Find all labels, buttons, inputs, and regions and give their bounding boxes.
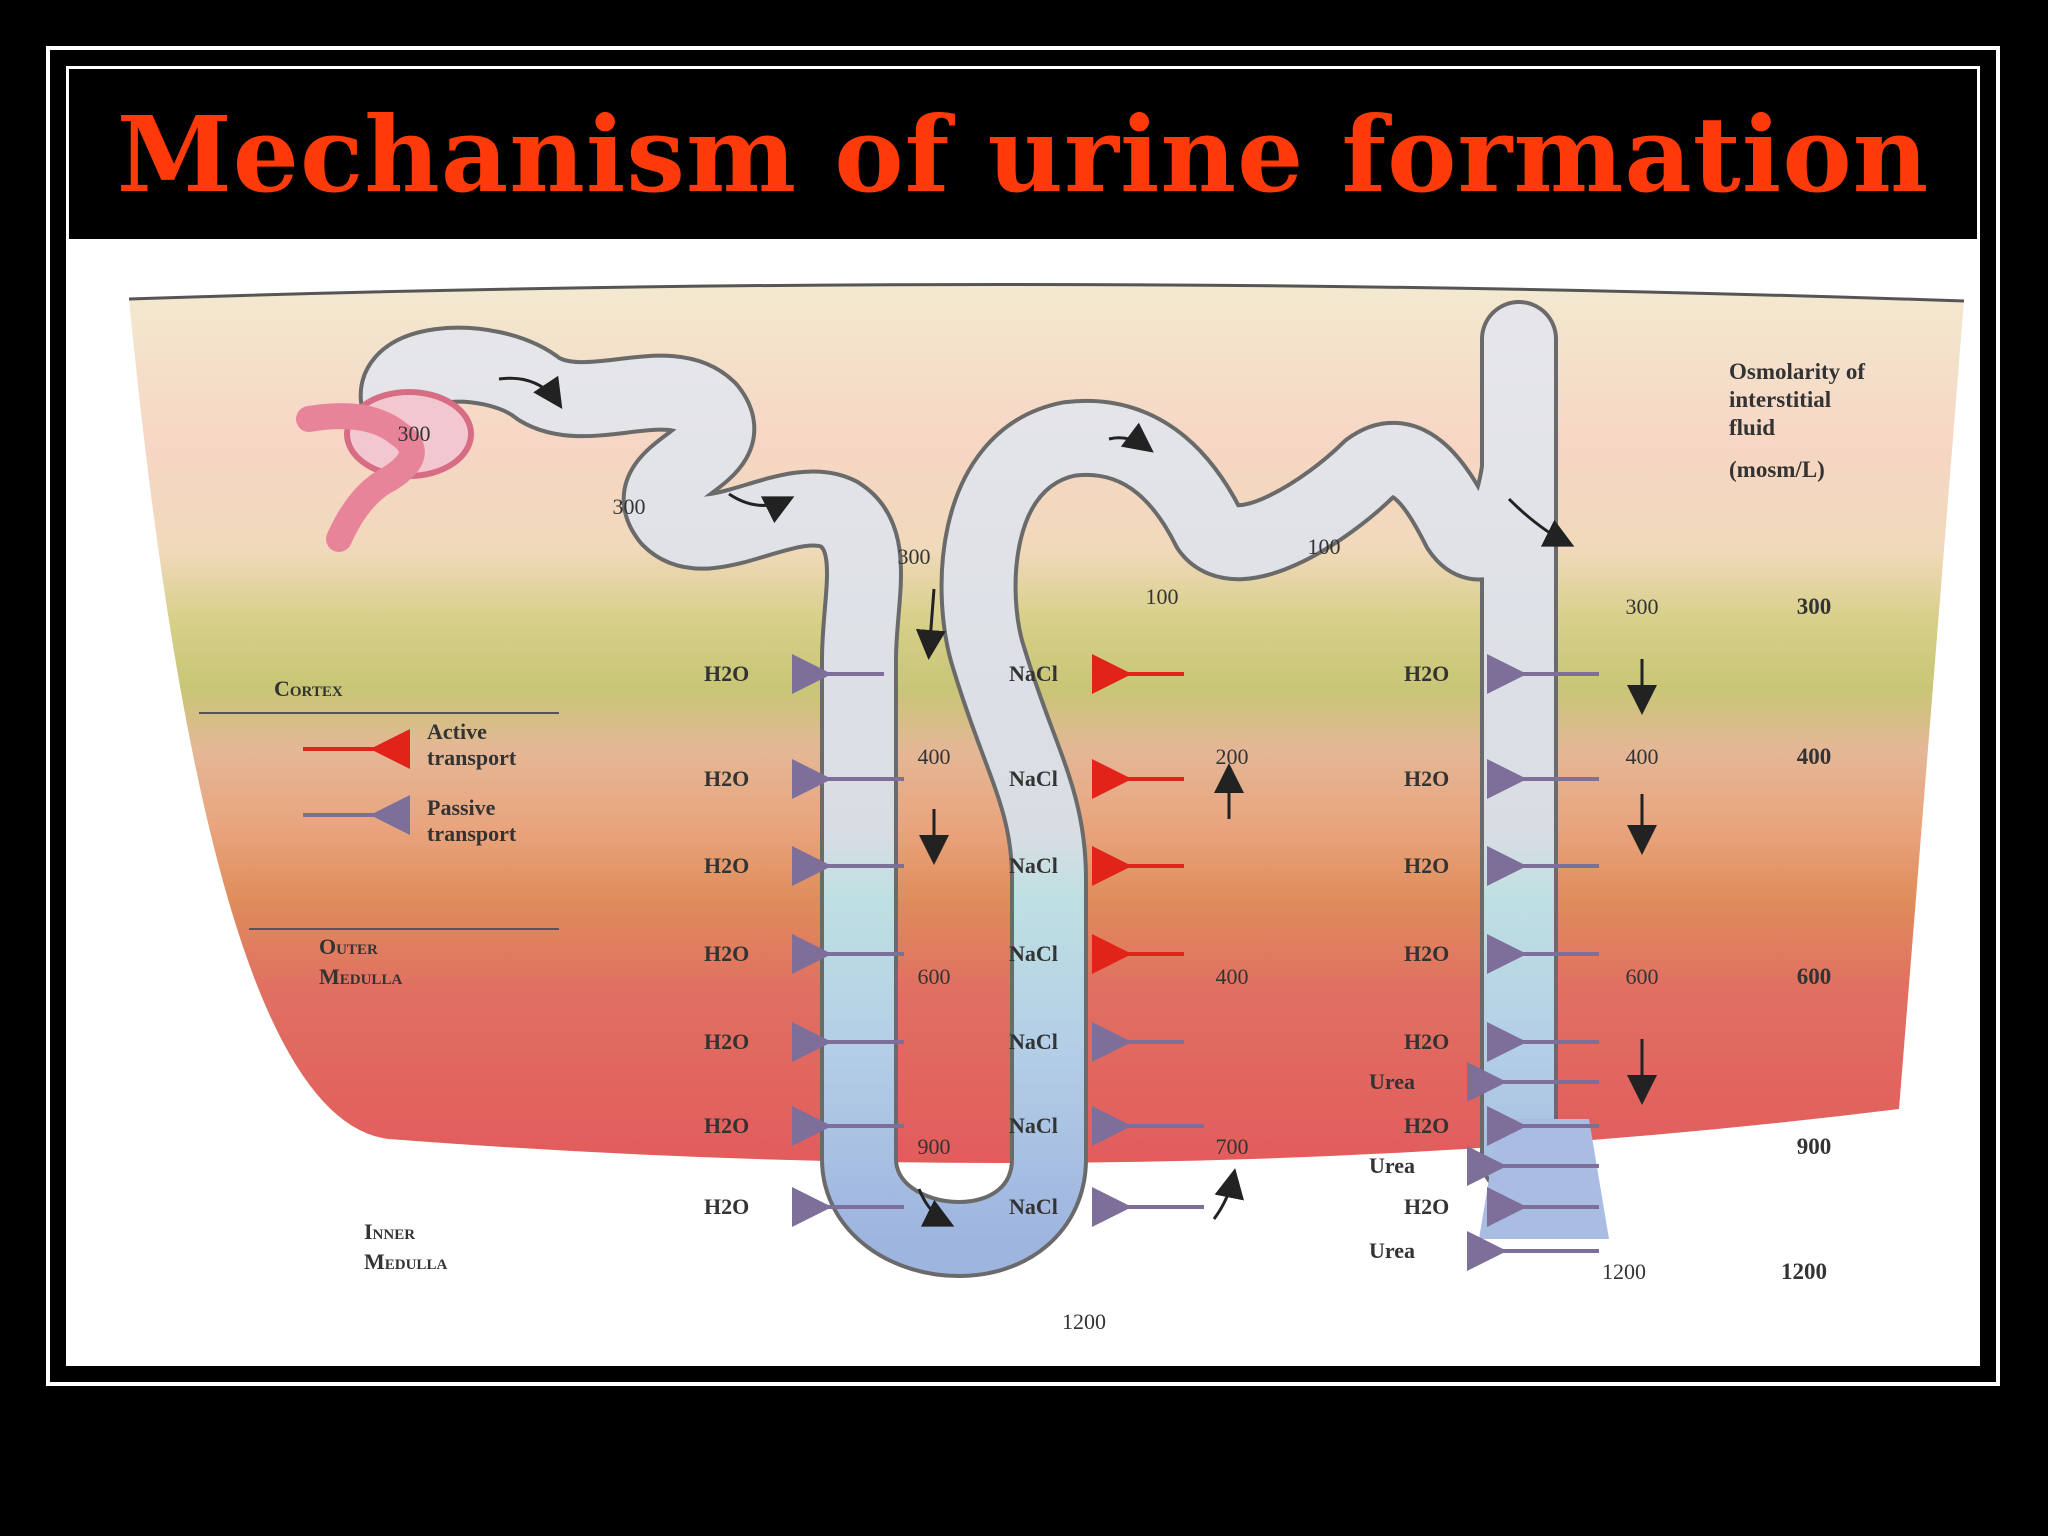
- descending-limb-flows: H2O H2O H2O H2O H2O H2O H2O: [704, 654, 904, 1227]
- svg-text:H2O: H2O: [704, 661, 749, 686]
- interstitial-1200: 1200: [1781, 1259, 1827, 1284]
- interstitial-400: 400: [1797, 744, 1832, 769]
- cortex-top-edge: [128, 282, 1965, 303]
- legend: Active transport Passive transport: [303, 719, 517, 846]
- svg-text:Urea: Urea: [1369, 1153, 1415, 1178]
- pct-value-upper: 300: [613, 494, 646, 519]
- dct-100: 100: [1308, 534, 1341, 559]
- ascending-400: 400: [1216, 964, 1249, 989]
- svg-text:Active: Active: [427, 719, 487, 744]
- slide-inner-frame: Mechanism of urine formation: [66, 66, 1980, 1366]
- svg-text:NaCl: NaCl: [1009, 661, 1058, 686]
- asc-flow-2: NaCl: [1009, 759, 1184, 799]
- cd-flow-2: H2O: [1404, 759, 1599, 799]
- glomerulus-osmolarity: 300: [398, 421, 431, 446]
- svg-text:H2O: H2O: [1404, 941, 1449, 966]
- interstitial-900: 900: [1797, 1134, 1832, 1159]
- cd-flow-8: Urea: [1369, 1146, 1599, 1186]
- tubule-osmolarity-labels: 300 300 400 600 900 1200 100 200 400 700…: [613, 494, 1659, 1334]
- svg-text:Urea: Urea: [1369, 1069, 1415, 1094]
- desc-flow-6: H2O: [704, 1106, 904, 1146]
- interstitial-osmolarity: Osmolarity of interstitial fluid (mosm/L…: [1729, 359, 1865, 1284]
- svg-text:NaCl: NaCl: [1009, 1113, 1058, 1138]
- svg-text:NaCl: NaCl: [1009, 853, 1058, 878]
- zone-outer-medulla-1: Outer: [319, 934, 378, 959]
- interstitial-header-3: fluid: [1729, 415, 1775, 440]
- svg-text:transport: transport: [427, 745, 517, 770]
- svg-text:H2O: H2O: [1404, 766, 1449, 791]
- cd-flow-6: Urea: [1369, 1062, 1599, 1102]
- slide-title: Mechanism of urine formation: [116, 92, 1930, 216]
- descending-400: 400: [918, 744, 951, 769]
- svg-text:H2O: H2O: [1404, 1194, 1449, 1219]
- desc-flow-7: H2O: [704, 1187, 904, 1227]
- svg-text:Passive: Passive: [427, 795, 496, 820]
- asc-flow-5: NaCl: [1009, 1022, 1184, 1062]
- descending-600: 600: [918, 964, 951, 989]
- collecting-duct-flows: H2O H2O H2O H2O H2O Urea H2O Urea H2O Ur…: [1369, 654, 1599, 1271]
- glomerulus: 300: [296, 389, 474, 552]
- svg-text:H2O: H2O: [1404, 661, 1449, 686]
- svg-text:H2O: H2O: [704, 941, 749, 966]
- cd-flow-7: H2O: [1404, 1106, 1599, 1146]
- svg-text:H2O: H2O: [704, 1194, 749, 1219]
- cd-flow-9: H2O: [1404, 1187, 1599, 1227]
- desc-flow-3: H2O: [704, 846, 904, 886]
- asc-flow-4: NaCl: [1009, 934, 1184, 974]
- svg-text:H2O: H2O: [704, 1029, 749, 1054]
- interstitial-300: 300: [1797, 594, 1832, 619]
- desc-flow-1: H2O: [704, 654, 884, 694]
- svg-text:H2O: H2O: [1404, 1029, 1449, 1054]
- asc-flow-7: NaCl: [1009, 1187, 1204, 1227]
- asc-flow-6: NaCl: [1009, 1106, 1204, 1146]
- ascending-700: 700: [1216, 1134, 1249, 1159]
- svg-text:NaCl: NaCl: [1009, 766, 1058, 791]
- nephron-diagram: 300 300 300 400 600 900 1200 100 200: [128, 282, 1965, 1334]
- asc-flow-3: NaCl: [1009, 846, 1184, 886]
- collecting-600: 600: [1626, 964, 1659, 989]
- interstitial-header-2: interstitial: [1729, 387, 1831, 412]
- interstitial-600: 600: [1797, 964, 1832, 989]
- flow-direction-arrows: [498, 375, 1657, 1227]
- collecting-400: 400: [1626, 744, 1659, 769]
- svg-text:Urea: Urea: [1369, 1238, 1415, 1263]
- pct-value-lower: 300: [898, 544, 931, 569]
- legend-active: Active transport: [303, 719, 517, 770]
- svg-text:H2O: H2O: [1404, 853, 1449, 878]
- ascending-top-100: 100: [1146, 584, 1179, 609]
- svg-text:H2O: H2O: [704, 766, 749, 791]
- ascending-limb-flows: NaCl NaCl NaCl NaCl NaCl NaCl NaCl: [1009, 654, 1204, 1227]
- descending-900: 900: [918, 1134, 951, 1159]
- svg-text:NaCl: NaCl: [1009, 1194, 1058, 1219]
- zone-cortex: Cortex: [274, 676, 343, 701]
- cd-flow-1: H2O: [1404, 654, 1599, 694]
- desc-flow-5: H2O: [704, 1022, 904, 1062]
- svg-text:H2O: H2O: [704, 1113, 749, 1138]
- legend-passive: Passive transport: [303, 795, 517, 846]
- asc-flow-1: NaCl: [1009, 654, 1184, 694]
- desc-flow-4: H2O: [704, 934, 904, 974]
- ascending-200: 200: [1216, 744, 1249, 769]
- svg-text:NaCl: NaCl: [1009, 1029, 1058, 1054]
- zone-outer-medulla-2: Medulla: [319, 964, 402, 989]
- interstitial-header-1: Osmolarity of: [1729, 359, 1865, 384]
- zone-inner-medulla-2: Medulla: [364, 1249, 447, 1274]
- slide-outer-frame: [46, 46, 2000, 1386]
- title-bar: Mechanism of urine formation: [69, 69, 1977, 239]
- collecting-300: 300: [1626, 594, 1659, 619]
- cd-flow-3: H2O: [1404, 846, 1599, 886]
- loop-bottom-1200: 1200: [1062, 1309, 1106, 1334]
- cd-flow-5: H2O: [1404, 1022, 1599, 1062]
- cd-flow-4: H2O: [1404, 934, 1599, 974]
- desc-flow-2: H2O: [704, 759, 904, 799]
- zone-labels: Cortex Outer Medulla Inner Medulla: [274, 676, 447, 1274]
- svg-text:transport: transport: [427, 821, 517, 846]
- svg-text:H2O: H2O: [704, 853, 749, 878]
- collecting-1200: 1200: [1602, 1259, 1646, 1284]
- svg-text:H2O: H2O: [1404, 1113, 1449, 1138]
- svg-text:NaCl: NaCl: [1009, 941, 1058, 966]
- interstitial-header-4: (mosm/L): [1729, 457, 1825, 482]
- zone-inner-medulla-1: Inner: [364, 1219, 415, 1244]
- cd-flow-10: Urea: [1369, 1231, 1599, 1271]
